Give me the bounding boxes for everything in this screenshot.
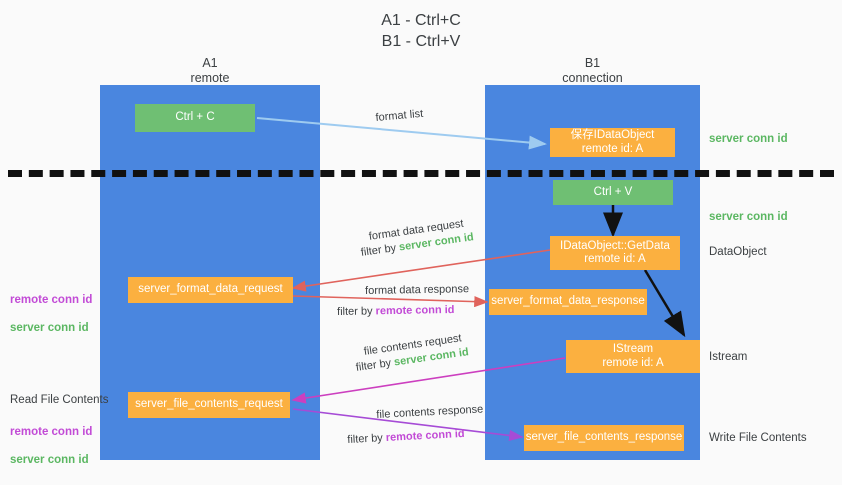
box-istream[interactable]: IStream remote id: A <box>566 340 700 373</box>
label-write-file-contents: Write File Contents <box>709 432 807 444</box>
phase-divider <box>8 170 834 177</box>
edge-label-file-contents-response: file contents response <box>376 403 484 421</box>
filter-prefix: filter by <box>360 241 400 259</box>
filter-value-remote-conn-id: remote conn id <box>375 303 455 318</box>
box-server-format-data-response[interactable]: server_format_data_response <box>489 289 647 315</box>
edge-label-format-data-response: format data response <box>365 283 470 297</box>
box-save-idataobject[interactable]: 保存IDataObject remote id: A <box>550 128 675 157</box>
filter-prefix: filter by <box>337 305 376 318</box>
label-read-file-contents: Read File Contents <box>10 394 109 406</box>
edge-label-format-data-response-filter: filter by remote conn id <box>337 303 455 319</box>
label-remote-conn-id-file: remote conn id <box>10 426 93 438</box>
box-ctrl-v[interactable]: Ctrl + V <box>553 180 673 205</box>
lane-header-b1: B1 connection <box>562 56 623 85</box>
label-server-conn-id-mid: server conn id <box>709 211 788 223</box>
box-ctrl-c[interactable]: Ctrl + C <box>135 104 255 132</box>
edge-label-file-contents-response-filter: filter by remote conn id <box>347 427 465 447</box>
box-idataobject-getdata[interactable]: IDataObject::GetData remote id: A <box>550 236 680 270</box>
filter-prefix: filter by <box>347 431 387 446</box>
label-dataobject: DataObject <box>709 246 767 258</box>
box-server-format-data-request[interactable]: server_format_data_request <box>128 277 293 303</box>
filter-value-remote-conn-id: remote conn id <box>385 427 465 444</box>
label-server-conn-id-top: server conn id <box>709 133 788 145</box>
box-server-file-contents-response[interactable]: server_file_contents_response <box>524 425 684 451</box>
page-title: A1 - Ctrl+C B1 - Ctrl+V <box>381 12 461 50</box>
label-server-conn-id-file: server conn id <box>10 454 89 466</box>
label-remote-conn-id-format: remote conn id <box>10 294 93 306</box>
label-istream: Istream <box>709 351 748 363</box>
lane-header-a1: A1 remote <box>190 56 230 85</box>
label-server-conn-id-format: server conn id <box>10 322 89 334</box>
box-server-file-contents-request[interactable]: server_file_contents_request <box>128 392 290 418</box>
filter-prefix: filter by <box>355 356 395 374</box>
edge-label-format-list: format list <box>375 107 424 124</box>
